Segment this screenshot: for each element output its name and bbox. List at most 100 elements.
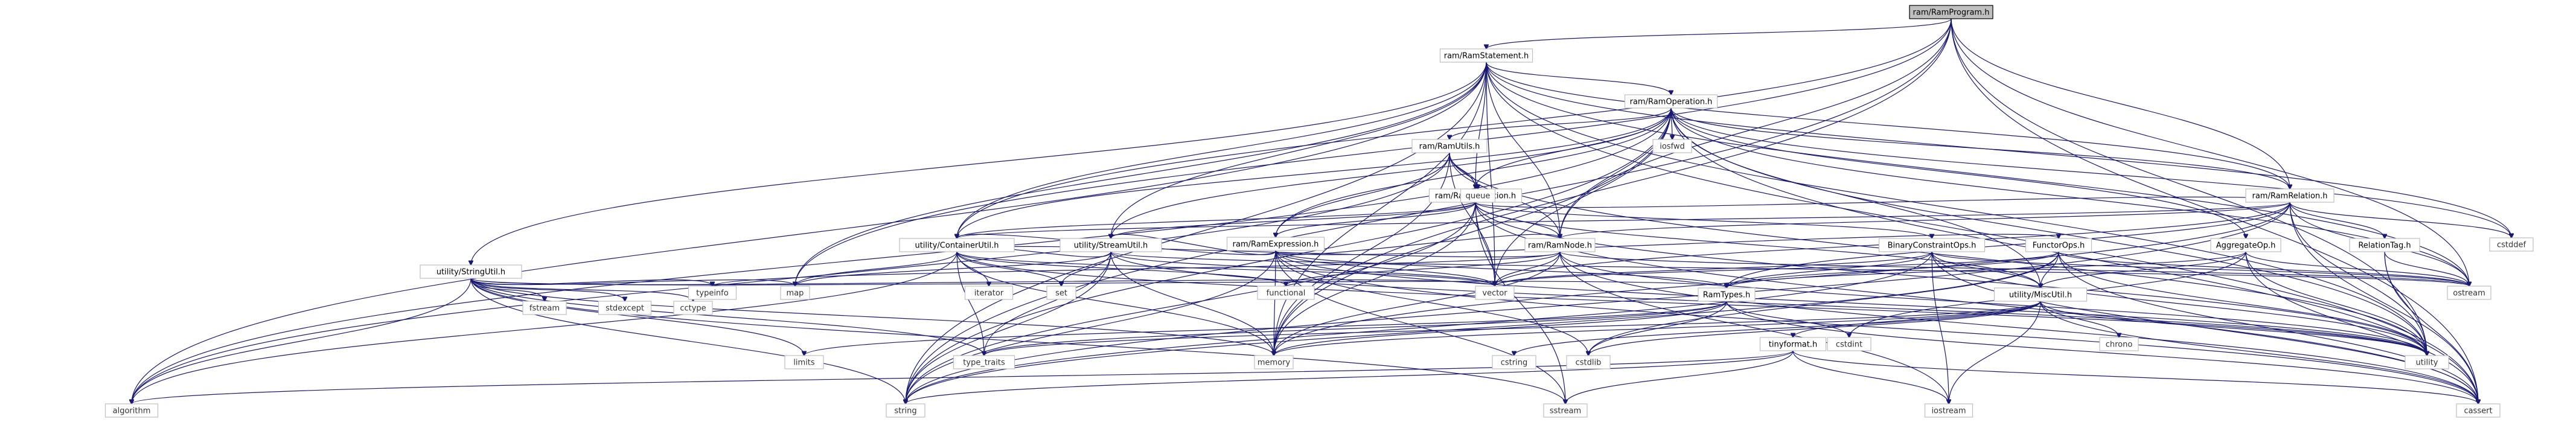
edge-op-to-utils — [1449, 107, 1672, 139]
node-cstdint[interactable]: cstdint — [1827, 337, 1871, 351]
node-fstream[interactable]: fstream — [522, 301, 567, 315]
node-memory[interactable]: memory — [1254, 355, 1294, 369]
node-stream[interactable]: utility/StreamUtil.h — [1059, 238, 1162, 252]
edge-cond-to-sstream — [1475, 202, 1565, 404]
node-vector[interactable]: vector — [1475, 286, 1515, 300]
node-rel[interactable]: ram/RamRelation.h — [2245, 188, 2335, 203]
edge-stmt-to-op — [1486, 62, 1671, 95]
node-algorithm[interactable]: algorithm — [104, 403, 159, 418]
edge-strutil-to-map — [470, 278, 795, 286]
node-misc[interactable]: utility/MiscUtil.h — [1993, 287, 2088, 302]
node-types[interactable]: RamTypes.h — [1698, 287, 1756, 302]
node-typeinfo[interactable]: typeinfo — [688, 286, 737, 300]
edge-misc-to-cassert — [2040, 301, 2478, 404]
node-label: ram/RamOperation.h — [1630, 98, 1713, 107]
node-utils[interactable]: ram/RamUtils.h — [1411, 139, 1488, 153]
node-label: ram/RamStatement.h — [1444, 52, 1529, 61]
node-cont[interactable]: utility/ContainerUtil.h — [899, 238, 1015, 252]
node-sstream[interactable]: sstream — [1543, 403, 1588, 418]
node-strutil[interactable]: utility/StringUtil.h — [420, 264, 522, 279]
node-limits[interactable]: limits — [784, 355, 824, 369]
node-cassert[interactable]: cassert — [2456, 403, 2501, 418]
node-label: ram/RamExpression.h — [1233, 240, 1319, 249]
edge-stmt-to-strutil — [471, 62, 1487, 265]
edge-prog-to-memory — [1274, 18, 1952, 356]
node-box — [1460, 188, 1496, 203]
edge-strutil-to-algorithm — [132, 278, 471, 404]
node-string[interactable]: string — [886, 403, 925, 418]
edge-stmt-to-cont — [957, 62, 1487, 238]
edge-stmt-to-stream — [1111, 62, 1487, 238]
edge-node-to-utility — [1559, 251, 2427, 356]
node-label: utility — [2416, 359, 2438, 368]
node-iostream[interactable]: iostream — [1924, 403, 1974, 418]
node-box — [1878, 238, 1986, 252]
node-stdexcept[interactable]: stdexcept — [598, 301, 652, 315]
edge-strutil-to-cctype — [470, 278, 693, 301]
edge-prog-to-ostream — [1951, 18, 2469, 286]
edge-op-to-memory — [1274, 107, 1672, 356]
node-agg[interactable]: AggregateOp.h — [2210, 238, 2281, 252]
node-label: typeinfo — [696, 289, 728, 298]
edge-reltag-to-ostream — [2384, 251, 2469, 286]
node-cstdlib[interactable]: cstdlib — [1566, 355, 1611, 369]
edge-stream-to-ostream — [1110, 251, 2469, 286]
node-type_traits[interactable]: type_traits — [953, 355, 1015, 369]
edge-stream-to-utility — [1110, 251, 2427, 356]
node-chrono[interactable]: chrono — [2099, 337, 2139, 351]
node-iterator[interactable]: iterator — [964, 286, 1014, 300]
node-label: AggregateOp.h — [2216, 241, 2276, 251]
node-bco[interactable]: BinaryConstraintOps.h — [1878, 238, 1986, 252]
node-box — [2447, 286, 2491, 300]
node-map[interactable]: map — [780, 286, 810, 300]
node-tinyf[interactable]: tinyformat.h — [1759, 337, 1827, 351]
edge-rel-to-cassert — [2289, 202, 2478, 404]
node-stmt[interactable]: ram/RamStatement.h — [1439, 48, 1533, 63]
edge-cont-to-vector — [956, 251, 1495, 286]
edge-stream-to-memory — [1110, 251, 1274, 356]
edge-rel-to-types — [1727, 202, 2290, 288]
node-label: limits — [793, 359, 815, 368]
edge-node-to-vector — [1495, 251, 1561, 286]
edge-cont-to-map — [795, 251, 957, 286]
edge-expr-to-string — [906, 250, 1276, 404]
node-iosfwd[interactable]: iosfwd — [1652, 139, 1692, 153]
node-fop[interactable]: FunctorOps.h — [2025, 238, 2092, 252]
node-reltag[interactable]: RelationTag.h — [2349, 238, 2420, 252]
node-node[interactable]: ram/RamNode.h — [1524, 238, 1596, 252]
node-label: iostream — [1931, 407, 1966, 416]
edge-rel-to-utility — [2289, 202, 2427, 356]
node-box — [1909, 5, 1993, 19]
node-op[interactable]: ram/RamOperation.h — [1624, 94, 1718, 109]
node-expr[interactable]: ram/RamExpression.h — [1226, 237, 1325, 251]
node-functional[interactable]: functional — [1257, 286, 1315, 300]
node-set[interactable]: set — [1046, 286, 1076, 300]
node-label: RelationTag.h — [2358, 241, 2411, 251]
node-label: sstream — [1550, 407, 1581, 416]
edge-misc-to-chrono — [2040, 301, 2119, 337]
node-queue[interactable]: queue — [1460, 188, 1496, 203]
node-label: cstdint — [1836, 340, 1862, 350]
edge-tinyf-to-string — [906, 350, 1794, 404]
node-label: FunctorOps.h — [2033, 241, 2085, 251]
node-cctype[interactable]: cctype — [673, 301, 713, 315]
node-cstring[interactable]: cstring — [1492, 355, 1536, 369]
edge-fop-to-utility — [2058, 251, 2427, 356]
node-prog[interactable]: ram/RamProgram.h — [1909, 5, 1993, 19]
edge-op-to-misc — [1670, 107, 2041, 288]
edge-fop-to-misc — [2041, 251, 2059, 288]
node-utility[interactable]: utility — [2405, 355, 2449, 369]
edge-strutil-to-type_traits — [470, 278, 984, 356]
node-box — [780, 286, 810, 300]
node-ostream[interactable]: ostream — [2447, 286, 2491, 300]
node-box — [688, 286, 737, 300]
edge-bco-to-ostream — [1931, 251, 2469, 286]
node-label: stdexcept — [606, 304, 644, 313]
node-box — [1698, 287, 1756, 302]
node-label: ram/RamRelation.h — [2252, 192, 2327, 201]
node-cstddef[interactable]: cstddef — [2489, 237, 2534, 252]
node-label: cassert — [2464, 407, 2492, 416]
edge-expr-to-stream — [1111, 234, 1276, 255]
edge-agg-to-ostream — [2245, 251, 2469, 286]
node-box — [1475, 286, 1515, 300]
